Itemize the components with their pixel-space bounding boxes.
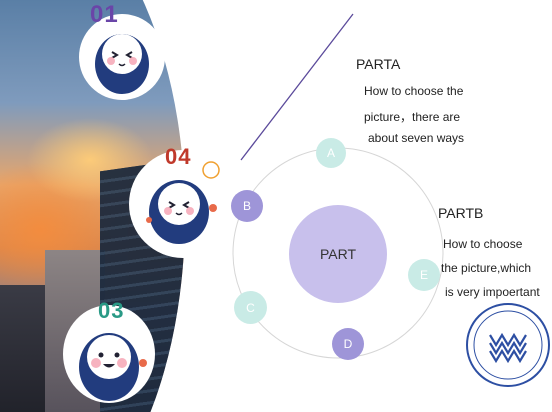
part-b-line-2: the picture,which: [441, 261, 532, 275]
mascot-3-frame: [63, 305, 155, 403]
node-e: E: [408, 259, 440, 291]
center-part-circle: PART: [289, 205, 387, 303]
mascot-wink-icon: [95, 34, 149, 94]
part-b-line-3: is very impoertant: [445, 285, 540, 299]
mascot-1-frame: [79, 14, 165, 100]
mascot-smiling-icon: [79, 333, 147, 401]
number-04: 04: [165, 144, 192, 169]
mascot-waving-icon: [146, 161, 220, 244]
university-logo-icon: [473, 310, 543, 380]
node-a: A: [316, 138, 346, 168]
center-part-label: PART: [319, 246, 357, 262]
part-b-title: PARTB: [438, 205, 484, 221]
part-a-title: PARTA: [356, 56, 401, 72]
part-b-line-1: How to choose: [443, 237, 523, 251]
part-a-line-1: How to choose the: [364, 84, 464, 98]
number-03: 03: [98, 298, 125, 323]
university-logo: [466, 303, 550, 387]
part-a-line-2: picture，there are: [364, 110, 461, 124]
mascot-2-frame: [129, 150, 237, 258]
node-c: C: [234, 291, 267, 324]
part-a-line-3: about seven ways: [368, 131, 465, 145]
node-d: D: [332, 328, 364, 360]
node-b: B: [231, 190, 263, 222]
number-01: 01: [90, 1, 119, 28]
